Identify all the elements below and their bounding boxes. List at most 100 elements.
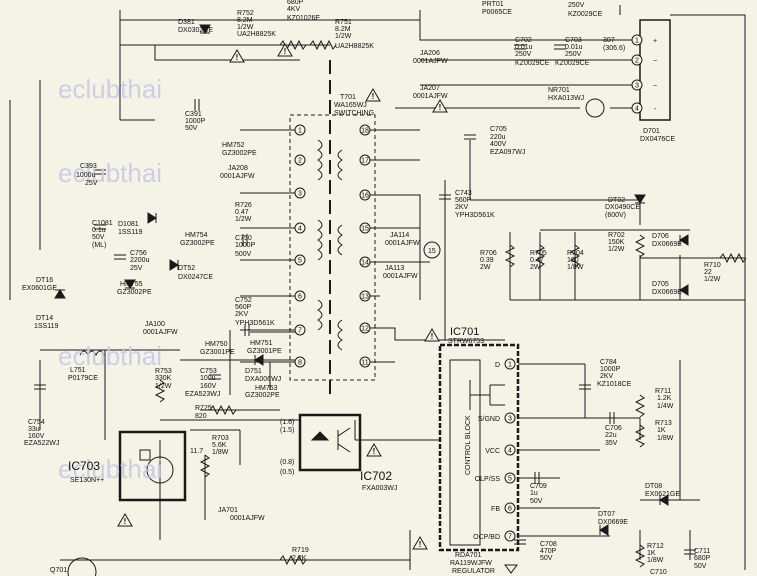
resistor-symbol	[634, 234, 646, 258]
label-rda701p: RA119WJFW	[450, 560, 492, 567]
label-c1081: C1081	[92, 220, 113, 227]
label-hm752p: GZ3002PE	[222, 150, 257, 157]
transformer-pin: 3	[294, 187, 306, 199]
warning-triangle-icon: !	[412, 536, 428, 550]
ic703-transistor-symbol	[146, 456, 174, 484]
capacitor-symbol	[464, 134, 476, 140]
warning-triangle-icon: !	[366, 443, 382, 457]
label-v307: 307	[603, 37, 615, 44]
svg-text:4: 4	[298, 226, 302, 233]
label-r752: R752	[237, 10, 254, 17]
label-hm752: HM752	[222, 142, 245, 149]
warning-triangle-icon: !	[229, 49, 245, 63]
label-dt52: DT52	[178, 265, 195, 272]
svg-text:2: 2	[635, 58, 639, 65]
svg-text:~: ~	[653, 83, 657, 90]
label-c703w: 250V	[565, 51, 582, 58]
transformer-pin: 2	[294, 154, 306, 166]
label-r710: R710	[704, 262, 721, 269]
label-r712: R712	[647, 543, 664, 550]
label-c784w: 2KV	[600, 373, 614, 380]
label-ja206p: 0001AJFW	[413, 58, 448, 65]
transformer-pin: 14	[359, 256, 371, 268]
label-hm750: HM750	[205, 341, 228, 348]
svg-text:15: 15	[361, 226, 369, 233]
label-ja100: JA100	[145, 321, 165, 328]
svg-text:!: !	[439, 103, 442, 112]
ic701-pin: 1D	[495, 358, 516, 370]
capacitor-symbol	[94, 169, 106, 175]
watermark-2: eclubthai	[58, 158, 162, 188]
label-l751p: P0179CE	[68, 375, 98, 382]
label-r725v: 820	[195, 413, 207, 420]
capacitor-symbol	[514, 44, 526, 50]
label-c1081w: 50V	[92, 234, 105, 241]
svg-text:+: +	[653, 38, 657, 45]
watermark-3: eclubthai	[58, 341, 162, 371]
label-top3: KZ01026E	[287, 15, 320, 22]
ic703-outline	[118, 430, 187, 502]
label-dt02p: DX0490CE	[605, 204, 640, 211]
label-r702: R702	[608, 232, 625, 239]
label-c1081v: 0.1u	[92, 227, 106, 234]
label-v11: 11.7	[190, 448, 203, 455]
label-c708w: 50V	[540, 555, 553, 562]
label-dt16p: EX0601GE	[22, 285, 57, 292]
label-r711w: 1/4W	[657, 403, 674, 410]
svg-text:!: !	[284, 47, 287, 56]
svg-text:17: 17	[361, 158, 369, 165]
capacitor-symbol	[609, 412, 615, 424]
svg-text:18: 18	[361, 128, 369, 135]
resistor-symbol	[309, 39, 337, 51]
label-ja207: JA207	[420, 85, 440, 92]
label-c750v: 1000P	[235, 242, 256, 249]
svg-text:3: 3	[298, 191, 302, 198]
ground-icon	[504, 564, 518, 574]
label-ja208p: 0001AJFW	[220, 173, 255, 180]
label-r706w: 2W	[480, 264, 491, 271]
label-r706v: 0.39	[480, 257, 494, 264]
diode-symbol	[679, 234, 689, 246]
label-c703: C703	[565, 37, 582, 44]
svg-text:16: 16	[361, 193, 369, 200]
svg-text:4: 4	[635, 106, 639, 113]
label-r703v: 5.6K	[212, 442, 227, 449]
label-v306: (306.6)	[603, 45, 625, 52]
transformer-pin: 6	[294, 290, 306, 302]
label-d705: D705	[652, 281, 669, 288]
label-c391v: 1000P	[185, 118, 206, 125]
diode-symbol	[679, 284, 689, 296]
resistor-symbol	[534, 244, 546, 268]
svg-text:6: 6	[298, 294, 302, 301]
capacitor-symbol	[554, 44, 566, 50]
svg-text:!: !	[431, 332, 434, 341]
transformer-desc: SWITCHING	[334, 110, 374, 117]
ic701-pin-label: OLP/SS	[475, 476, 501, 483]
label-r702v: 150K	[608, 239, 625, 246]
transformer-pin: 18	[359, 124, 371, 136]
warning-triangle-icon: !	[424, 328, 440, 342]
transformer-pin: 8	[294, 356, 306, 368]
transformer-pin: 12	[359, 322, 371, 334]
label-hm754p: GZ3002PE	[180, 240, 215, 247]
label-n15: 15	[428, 248, 436, 255]
ic701-part: STRW6753	[448, 338, 484, 345]
label-c7xp: KZ0029CE	[568, 11, 603, 18]
bridge-part: DX0476CE	[640, 136, 675, 143]
label-l751: L751	[70, 367, 86, 374]
label-ja207p: 0001AJFW	[413, 93, 448, 100]
label-c708v: 470P	[540, 548, 557, 555]
label-d381: D381	[178, 19, 195, 26]
label-r705v: 0.47	[530, 257, 544, 264]
diode-symbol	[124, 279, 136, 289]
label-c709w: 50V	[530, 498, 543, 505]
svg-text:!: !	[373, 447, 376, 456]
resistor-symbol	[279, 39, 307, 51]
svg-text:!: !	[236, 53, 239, 62]
label-c391w: 50V	[185, 125, 198, 132]
svg-text:!: !	[419, 540, 422, 549]
svg-text:1: 1	[635, 38, 639, 45]
resistor-symbol	[209, 404, 237, 416]
diode-symbol	[634, 194, 646, 204]
warning-triangle-icon: !	[432, 99, 448, 113]
